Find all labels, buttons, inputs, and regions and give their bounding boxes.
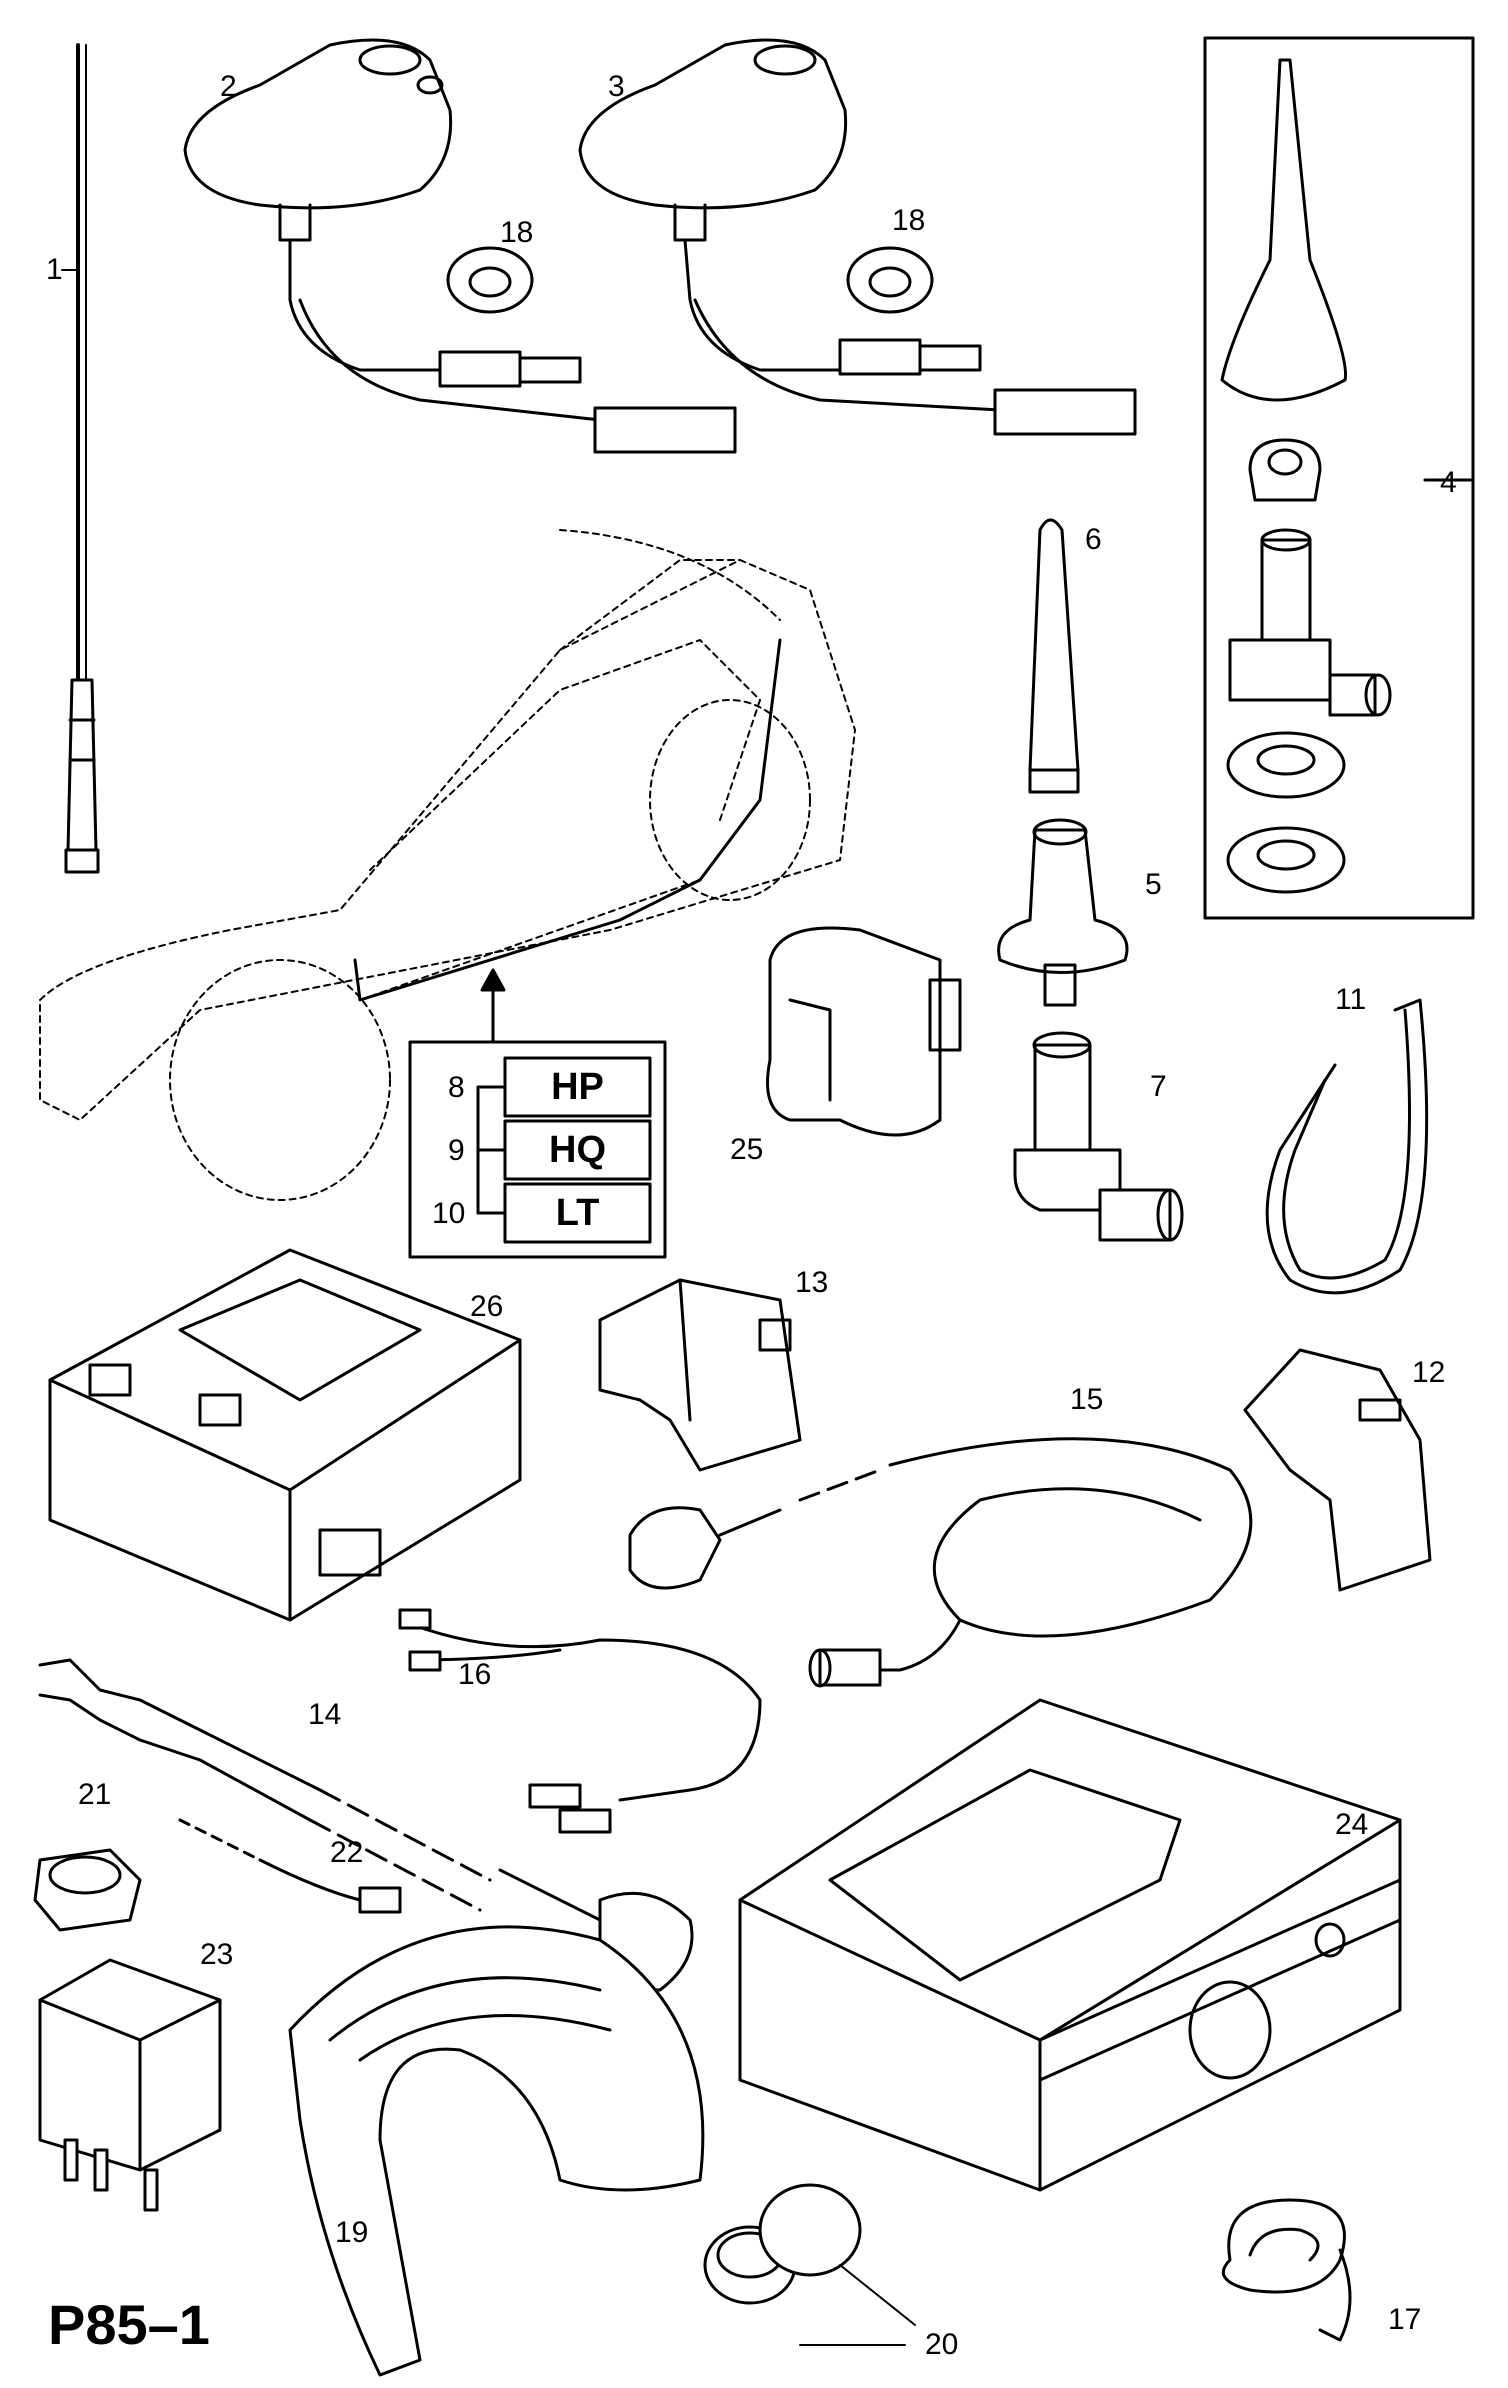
callout-6: 6 bbox=[1085, 523, 1102, 556]
callout-8: 8 bbox=[448, 1071, 465, 1104]
callout-19: 19 bbox=[335, 2216, 369, 2249]
relay-23 bbox=[38, 1958, 222, 2212]
callout-23: 23 bbox=[200, 1938, 234, 1971]
callout-15: 15 bbox=[1070, 1383, 1104, 1416]
callout-26: 26 bbox=[470, 1290, 504, 1323]
callout-22: 22 bbox=[330, 1836, 364, 1869]
roof-antenna-base-2 bbox=[183, 38, 737, 454]
connector-7 bbox=[1013, 1031, 1184, 1242]
callout-3: 3 bbox=[608, 70, 625, 103]
callout-4: 4 bbox=[1440, 466, 1457, 499]
roof-antenna-base-3 bbox=[578, 38, 1137, 436]
callout-1: 1 bbox=[46, 253, 63, 286]
tape-roll-17 bbox=[1221, 2198, 1352, 2342]
callout-12: 12 bbox=[1412, 1356, 1446, 1389]
nut-18-left bbox=[446, 246, 534, 314]
clip-12 bbox=[1243, 1348, 1432, 1592]
callout-5: 5 bbox=[1145, 868, 1162, 901]
callout-17: 17 bbox=[1388, 2303, 1422, 2336]
clip-25 bbox=[766, 926, 962, 1137]
callout-7: 7 bbox=[1150, 1070, 1167, 1103]
callout-14: 14 bbox=[308, 1698, 342, 1731]
nut-21 bbox=[33, 1848, 142, 1932]
stub-antenna-6 bbox=[1028, 518, 1080, 794]
car-outline bbox=[39, 529, 856, 1201]
trim-cover-19 bbox=[288, 1925, 705, 2377]
control-unit-26 bbox=[48, 1248, 522, 1622]
button-cap-20 bbox=[703, 2183, 916, 2346]
cable-tie-11 bbox=[1265, 998, 1429, 1295]
wire-harness-16 bbox=[398, 1608, 762, 1834]
nut-18-right bbox=[846, 246, 934, 314]
variant-box bbox=[408, 1040, 667, 1259]
callout-20: 20 bbox=[925, 2328, 959, 2361]
variant-code-hq: HQ bbox=[549, 1129, 606, 1171]
callout-25: 25 bbox=[730, 1133, 764, 1166]
callout-11: 11 bbox=[1335, 983, 1367, 1016]
antenna-base-5 bbox=[997, 818, 1129, 1007]
variant-pointer-arrow bbox=[480, 968, 506, 1044]
callout-24: 24 bbox=[1335, 1808, 1369, 1841]
variant-code-lt: LT bbox=[555, 1192, 600, 1234]
callout-10: 10 bbox=[432, 1197, 466, 1230]
cable-route bbox=[353, 638, 782, 1002]
radio-unit-24 bbox=[738, 1698, 1402, 2192]
coax-cable-15 bbox=[628, 1437, 1253, 1688]
callout-9: 9 bbox=[448, 1134, 465, 1167]
antenna-kit-box bbox=[1203, 36, 1475, 920]
jumper-wire-22 bbox=[178, 1818, 402, 1914]
callout-18-right: 18 bbox=[892, 204, 926, 237]
callout-13: 13 bbox=[795, 1266, 829, 1299]
rod-antenna bbox=[64, 43, 100, 874]
page-code: P85–1 bbox=[48, 2293, 210, 2356]
clip-13 bbox=[598, 1278, 802, 1472]
callout-21: 21 bbox=[78, 1778, 112, 1811]
variant-code-hp: HP bbox=[551, 1066, 604, 1108]
callout-18-left: 18 bbox=[500, 216, 534, 249]
callout-2: 2 bbox=[220, 70, 237, 103]
callout-16: 16 bbox=[458, 1658, 492, 1691]
